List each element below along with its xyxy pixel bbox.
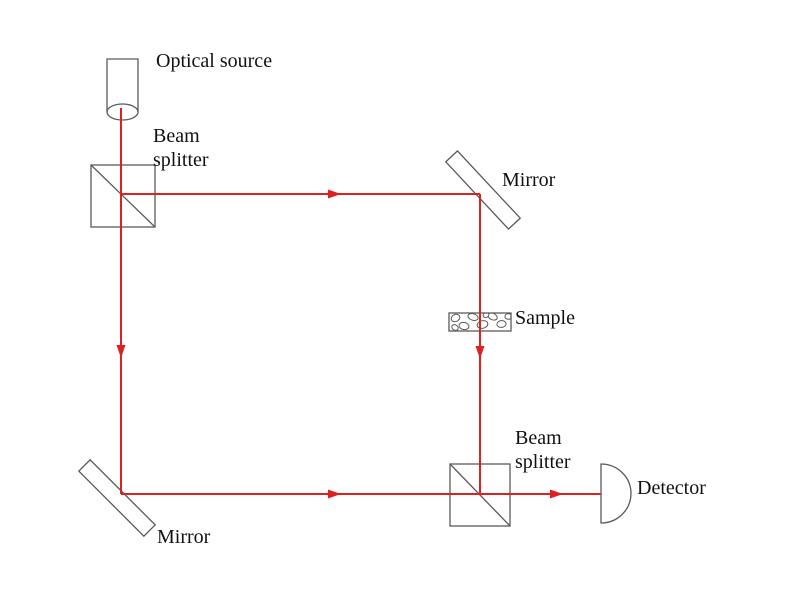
beam-splitter-diagonal (90, 164, 156, 228)
cylinder-bottom-ellipse (106, 103, 139, 121)
mirror-bottom-shape (77, 458, 157, 538)
optical-source-label: Optical source (156, 50, 273, 72)
optical-source-shape (106, 58, 139, 121)
cylinder-body (106, 58, 139, 112)
detector-shape (600, 463, 632, 524)
beam-splitter-top-shape (90, 164, 156, 228)
detector-label: Detector (637, 477, 706, 499)
beam-paths (116, 108, 601, 499)
mirror-bottom-label: Mirror (157, 526, 211, 548)
beam-splitter-bottom-label: Beam splitter (515, 427, 571, 473)
mirror-glass (444, 149, 522, 231)
beam-arrow-sample-down (475, 346, 485, 359)
sample-label: Sample (515, 307, 575, 329)
sample-texture (450, 313, 511, 331)
mirror-top-label: Mirror (502, 169, 556, 191)
beam-arrow-left-down (116, 345, 126, 358)
beam-arrow-bottom-right (328, 489, 341, 499)
mirror-glass (77, 458, 157, 538)
detector-dome (600, 463, 632, 524)
beam-arrow-detector-right (550, 489, 563, 499)
beam-arrow-top-right (328, 189, 341, 199)
mirror-top-shape (444, 149, 522, 231)
beam-splitter-cube (90, 164, 156, 228)
beam-splitter-top-label: Beam splitter (153, 125, 209, 171)
